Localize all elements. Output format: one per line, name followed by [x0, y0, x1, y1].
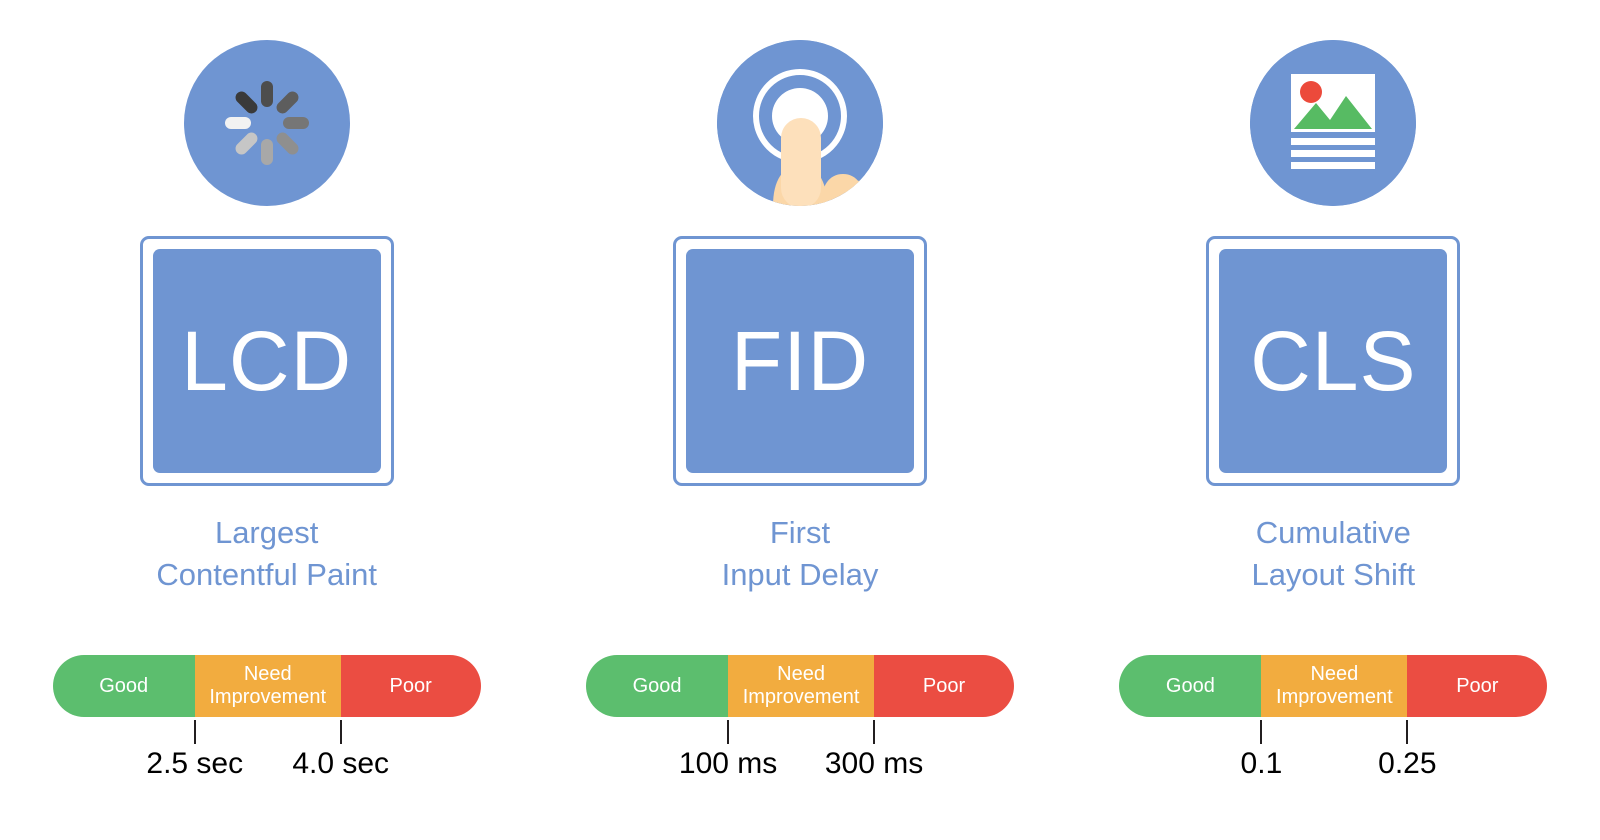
- segment-label: Poor: [1456, 674, 1499, 697]
- metric-column-lcd: LCD Largest Contentful Paint Good Need I…: [0, 0, 533, 840]
- image-article-icon: [1250, 40, 1417, 206]
- tick-mark: [1260, 720, 1263, 744]
- metric-title-cls: Cumulative Layout Shift: [1067, 512, 1600, 596]
- threshold-bar-fid: Good Need Improvement Poor 100 ms: [585, 655, 1014, 780]
- metric-card-lcd: LCD: [139, 236, 394, 486]
- metric-abbreviation: FID: [730, 314, 870, 408]
- threshold-labels: 0.1 0.25: [1119, 717, 1547, 780]
- metric-title-lcd: Largest Contentful Paint: [0, 512, 533, 596]
- threshold-value: 100 ms: [678, 747, 778, 780]
- segment-label: Need: [243, 663, 292, 685]
- threshold-value: 0.25: [1378, 747, 1437, 780]
- threshold-value: 2.5 sec: [146, 747, 244, 780]
- metric-abbreviation: LCD: [181, 314, 353, 408]
- segment-need-improvement: Need Improvement: [1261, 655, 1408, 717]
- threshold-labels: 100 ms 300 ms: [586, 717, 1014, 780]
- segment-poor: Poor: [340, 655, 481, 717]
- metric-column-fid: FID First Input Delay Good Need Improvem…: [533, 0, 1066, 840]
- metric-abbreviation: CLS: [1250, 314, 1417, 408]
- metric-title-line1: Largest: [214, 515, 319, 550]
- threshold-value: 0.1: [1240, 747, 1283, 780]
- metric-card-inner: CLS: [1219, 249, 1448, 473]
- metric-title-fid: First Input Delay: [533, 512, 1066, 596]
- metric-title-line1: Cumulative: [1255, 515, 1411, 550]
- segment-label: Good: [1165, 674, 1215, 697]
- segment-need-improvement: Need Improvement: [728, 655, 875, 717]
- threshold-bar: Good Need Improvement Poor: [1119, 655, 1548, 717]
- threshold-bar-lcd: Good Need Improvement Poor 2.5 sec: [52, 655, 481, 780]
- tick-mark: [193, 720, 196, 744]
- segment-poor: Poor: [874, 655, 1014, 717]
- threshold-bar: Good Need Improvement Poor: [52, 655, 481, 717]
- segment-label-line2: Improvement: [209, 686, 327, 708]
- metric-title-line2: Contentful Paint: [156, 557, 377, 592]
- metric-card-inner: FID: [685, 249, 914, 473]
- threshold-value: 4.0 sec: [292, 747, 390, 780]
- segment-label: Poor: [389, 674, 432, 697]
- metric-card-inner: LCD: [152, 249, 381, 473]
- tap-gesture-icon: [716, 40, 883, 206]
- threshold-value: 300 ms: [824, 747, 924, 780]
- segment-label: Good: [99, 674, 149, 697]
- threshold-bar-cls: Good Need Improvement Poor 0.1: [1119, 655, 1548, 780]
- threshold-bar: Good Need Improvement Poor: [585, 655, 1014, 717]
- metric-title-line2: Layout Shift: [1251, 557, 1416, 592]
- threshold-labels: 2.5 sec 4.0 sec: [53, 717, 481, 780]
- metric-title-line1: First: [769, 515, 831, 550]
- segment-label-line2: Improvement: [1276, 686, 1393, 708]
- metric-card-cls: CLS: [1206, 236, 1461, 486]
- segment-label-line2: Improvement: [742, 686, 860, 708]
- segment-good: Good: [585, 655, 729, 717]
- segment-label: Good: [632, 674, 682, 697]
- tick-mark: [339, 720, 342, 744]
- metric-card-fid: FID: [672, 236, 927, 486]
- metric-column-cls: CLS Cumulative Layout Shift Good Need Im…: [1067, 0, 1600, 840]
- segment-need-improvement: Need Improvement: [194, 655, 341, 717]
- segment-label: Poor: [922, 674, 966, 697]
- segment-label: Need: [777, 663, 825, 685]
- segment-good: Good: [52, 655, 195, 717]
- metric-title-line2: Input Delay: [721, 557, 879, 592]
- loading-spinner-icon: [183, 40, 350, 206]
- tick-mark: [727, 720, 730, 744]
- segment-poor: Poor: [1407, 655, 1548, 717]
- segment-good: Good: [1119, 655, 1262, 717]
- tick-mark: [1406, 720, 1409, 744]
- tick-mark: [873, 720, 876, 744]
- segment-label: Need: [1310, 663, 1359, 685]
